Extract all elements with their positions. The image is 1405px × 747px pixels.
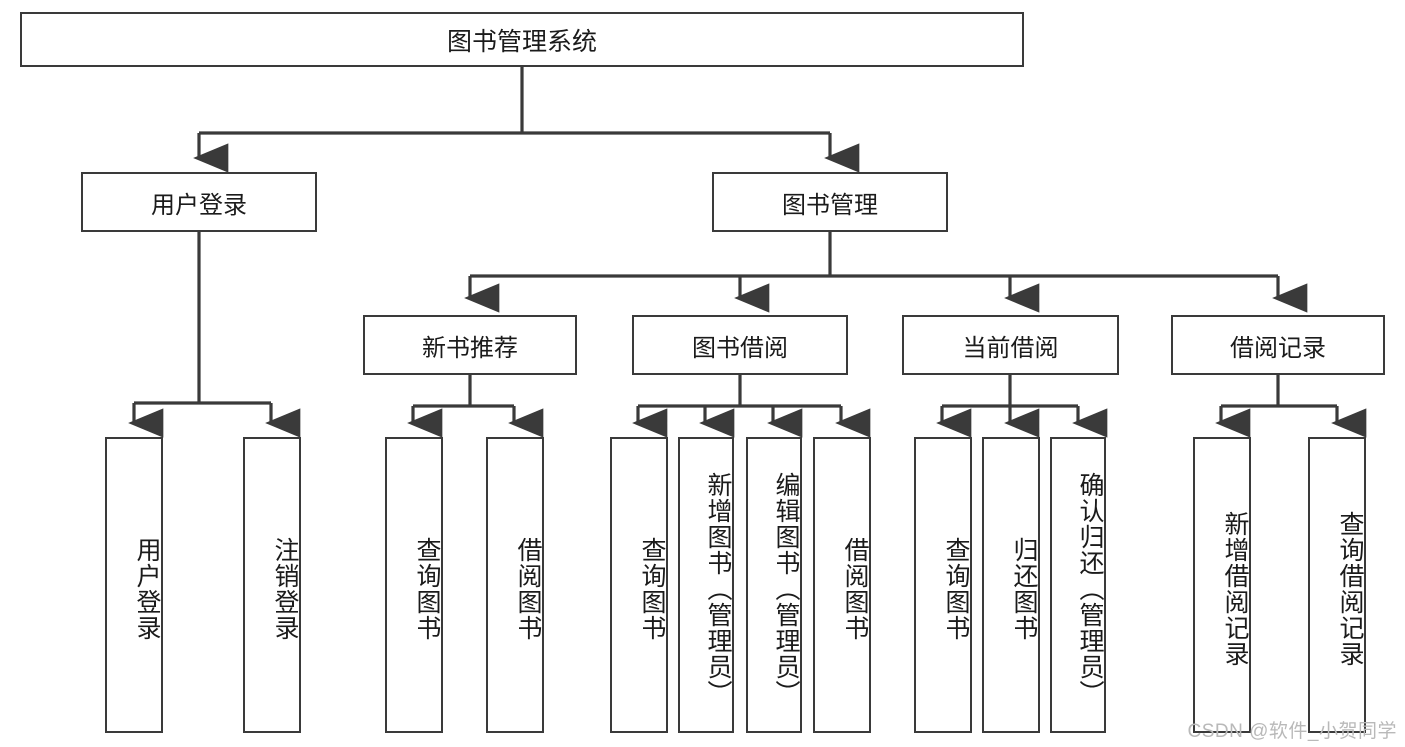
node-label: 查询图书 — [638, 537, 666, 641]
node-label: 新增借阅记录 — [1221, 511, 1249, 667]
node-add-book-admin[interactable]: 新增图书（管理员） — [678, 437, 734, 733]
node-label: 借阅记录 — [1230, 334, 1326, 362]
node-label: 借阅图书 — [841, 537, 869, 641]
node-label: 图书借阅 — [692, 334, 788, 362]
watermark-text: CSDN @软件_小贺同学 — [1187, 721, 1397, 742]
node-label: 查询借阅记录 — [1336, 511, 1364, 667]
node-label: 当前借阅 — [962, 334, 1059, 362]
node-label: 归还图书 — [1010, 537, 1038, 641]
node-label: 图书管理 — [782, 191, 878, 219]
node-label: 查询图书 — [413, 537, 441, 641]
node-label: 用户登录 — [133, 537, 161, 641]
node-book-borrow[interactable]: 图书借阅 — [632, 315, 848, 375]
node-borrow-book-1[interactable]: 借阅图书 — [486, 437, 544, 733]
node-query-book-3[interactable]: 查询图书 — [914, 437, 972, 733]
node-current-borrow[interactable]: 当前借阅 — [902, 315, 1119, 375]
node-query-book-1[interactable]: 查询图书 — [385, 437, 443, 733]
node-book-management-system[interactable]: 图书管理系统 — [20, 12, 1024, 67]
node-query-book-2[interactable]: 查询图书 — [610, 437, 668, 733]
node-borrow-record[interactable]: 借阅记录 — [1171, 315, 1385, 375]
node-user-login[interactable]: 用户登录 — [81, 172, 317, 232]
node-new-book-recommend[interactable]: 新书推荐 — [363, 315, 577, 375]
node-confirm-return-admin[interactable]: 确认归还（管理员） — [1050, 437, 1106, 733]
node-book-management[interactable]: 图书管理 — [712, 172, 948, 232]
node-borrow-book-2[interactable]: 借阅图书 — [813, 437, 871, 733]
node-user-login-leaf[interactable]: 用户登录 — [105, 437, 163, 733]
node-query-borrow-record[interactable]: 查询借阅记录 — [1308, 437, 1366, 733]
node-label: 新书推荐 — [422, 334, 518, 362]
node-label: 图书管理系统 — [446, 27, 597, 56]
node-label: 用户登录 — [151, 191, 247, 219]
node-logout-leaf[interactable]: 注销登录 — [243, 437, 301, 733]
node-return-book[interactable]: 归还图书 — [982, 437, 1040, 733]
node-add-borrow-record[interactable]: 新增借阅记录 — [1193, 437, 1251, 733]
node-label: 确认归还（管理员） — [1076, 472, 1104, 706]
node-label: 借阅图书 — [514, 537, 542, 641]
node-label: 查询图书 — [942, 537, 970, 641]
node-label: 注销登录 — [271, 537, 299, 641]
node-label: 编辑图书（管理员） — [772, 472, 800, 706]
node-edit-book-admin[interactable]: 编辑图书（管理员） — [746, 437, 802, 733]
node-label: 新增图书（管理员） — [704, 472, 732, 706]
